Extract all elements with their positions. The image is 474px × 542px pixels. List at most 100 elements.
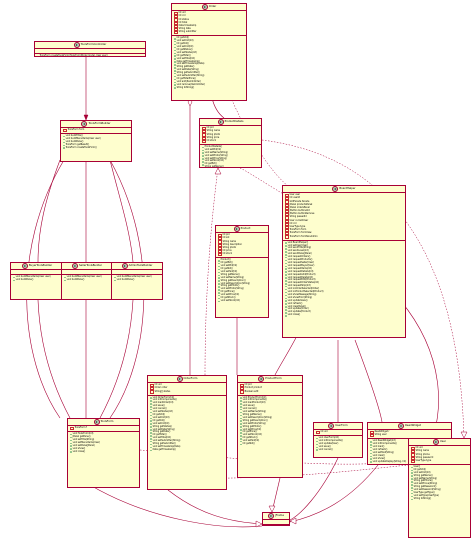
edge-boardhelper-readwidget <box>354 339 383 423</box>
method-text: void cancel() <box>152 407 167 411</box>
method-text: void buildMenuItems(User user) <box>66 275 102 278</box>
field-text: ToolsForm formNonAdmin <box>289 234 318 238</box>
class-method: UserType getType() <box>411 491 469 495</box>
public-visibility-icon <box>285 262 287 265</box>
class-method: void sendPane(JPanel) <box>285 252 404 256</box>
field-text: String password <box>415 455 434 459</box>
class-method: void setSid(Int) <box>218 270 267 274</box>
class-method: void setStock(Int) <box>218 299 267 303</box>
class-method: void setPhoto(String) <box>240 422 301 426</box>
class-method: String getSubmitter() <box>174 71 245 75</box>
method-text: void setUid(Int) <box>176 39 194 43</box>
method-text: void onProductSelected(Product) <box>287 290 324 294</box>
field-text: ToolsForm form <box>289 228 307 232</box>
public-visibility-icon <box>411 484 413 486</box>
class-method: void setPassword(String) <box>411 488 469 492</box>
class-method: Int getUid() <box>411 468 469 472</box>
class-method: void requestBuyer(User) <box>285 264 404 268</box>
class-c-icon: C <box>176 376 183 382</box>
public-visibility-icon <box>370 443 372 446</box>
class-method: void clear() <box>370 454 450 458</box>
method-text: void setSubmitter(String) <box>176 74 205 78</box>
class-method: void setName(String) <box>202 151 260 155</box>
class-method: void updateDisplay(String, Int) <box>370 460 450 464</box>
public-visibility-icon <box>240 400 242 402</box>
class-methods-section: Int getUid()void setUid(Int)Int getCid()… <box>172 36 246 90</box>
class-c-icon: C <box>258 376 265 382</box>
public-visibility-icon <box>316 446 318 449</box>
class-method: void initComponents() <box>240 399 301 402</box>
public-visibility-icon <box>285 242 287 244</box>
method-text: void setPrice(Int) <box>242 427 262 431</box>
class-method: void sendLevel(Int) <box>285 249 404 253</box>
class-method: void setCid(Int) <box>150 422 225 426</box>
public-visibility-icon <box>240 423 242 425</box>
class-method: void save() <box>150 404 225 408</box>
class-method: void setType(UserType) <box>411 494 469 498</box>
private-visibility-icon <box>285 222 289 226</box>
private-visibility-icon <box>202 136 206 140</box>
class-method: JPanel getPane() <box>70 435 138 439</box>
private-visibility-icon <box>370 431 374 435</box>
field-text: Int cid <box>289 221 297 225</box>
class-method: void cancel() <box>240 407 301 411</box>
class-field: GUIFacade facade <box>285 200 404 204</box>
method-text: String getName() <box>220 272 240 276</box>
method-text: Product() <box>220 258 231 262</box>
method-text: Int getPrice() <box>220 290 235 294</box>
class-fields-section <box>35 49 145 54</box>
method-text: void update(User) <box>318 442 339 445</box>
method-text: String toString() <box>413 496 432 500</box>
method-text: void updateView() <box>287 298 308 302</box>
public-visibility-icon <box>174 40 176 43</box>
class-method: Int getUid() <box>174 36 245 40</box>
class-method: void close() <box>285 313 404 317</box>
method-text: void ToolsForm(Int) <box>72 432 94 436</box>
class-name: User <box>440 439 446 443</box>
method-text: void requestDetails(Int) <box>287 269 314 273</box>
public-visibility-icon <box>63 135 65 138</box>
public-visibility-icon <box>202 155 204 157</box>
class-method: void BoardHelper() <box>285 241 404 245</box>
class-method: Int getPrice() <box>240 431 301 434</box>
public-visibility-icon <box>174 49 176 52</box>
class-method: void requestEdit(Product) <box>285 279 404 282</box>
method-text: void buildTitle() <box>65 134 83 138</box>
class-method: void sendTitle(String) <box>285 247 404 250</box>
method-text: void requestDelete(Int) <box>287 275 314 279</box>
public-visibility-icon <box>240 405 242 408</box>
method-text: void requestAdd(Product) <box>287 272 316 276</box>
field-text: UserType type <box>289 225 306 229</box>
public-visibility-icon <box>316 437 318 440</box>
field-text: ToolsForm form <box>67 128 85 132</box>
class-method: Int getUid() <box>150 413 225 417</box>
class-field: JButton buttonAdd <box>285 209 404 214</box>
method-text: String getName() <box>204 165 224 168</box>
public-visibility-icon <box>240 429 242 431</box>
public-visibility-icon <box>218 294 220 297</box>
class-fields-section <box>112 270 162 275</box>
field-text: Product product <box>244 386 263 390</box>
class-method: String getStatus() <box>150 425 225 429</box>
class-method: Int getSid() <box>240 442 301 446</box>
private-visibility-icon <box>240 384 244 388</box>
class-method: String getPhone() <box>411 480 469 483</box>
